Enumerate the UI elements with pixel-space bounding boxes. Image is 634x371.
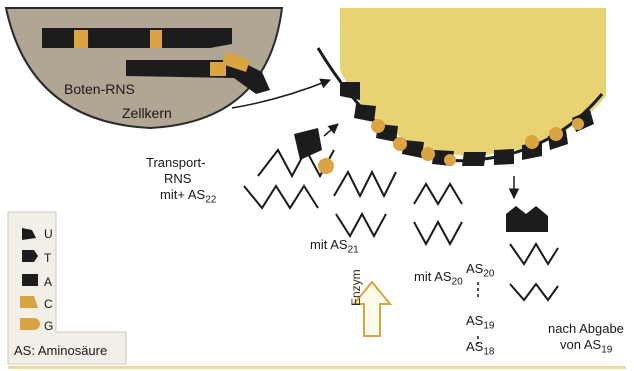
legend-box <box>8 212 126 364</box>
chain-as18-label: AS18 <box>466 340 494 358</box>
transfer-rna-as21 <box>334 172 396 236</box>
chain-as20-label: AS20 <box>466 262 494 280</box>
legend-footer: AS: Aminosäure <box>14 344 107 357</box>
transfer-rna-label-2: RNS <box>164 172 191 185</box>
messenger-rna-label: Boten-RNS <box>64 82 135 96</box>
as22-arrow <box>324 124 338 136</box>
legend-base-t: T <box>44 252 51 264</box>
transfer-rna-as22 <box>244 128 334 208</box>
legend-base-a: A <box>44 276 52 288</box>
transfer-rna-label-3: mit+ AS22 <box>160 188 216 206</box>
enzyme-label: Enzym <box>350 269 362 306</box>
nucleus-label: Zellkern <box>122 106 172 120</box>
transfer-rna-as20 <box>414 184 462 244</box>
legend-base-u: U <box>44 228 53 240</box>
transfer-rna-label-1: Transport- <box>146 156 205 169</box>
with-as21-label: mit AS21 <box>310 238 359 256</box>
with-as20-label: mit AS20 <box>414 270 463 288</box>
released-transfer-rna <box>506 206 558 300</box>
chain-as19-label: AS19 <box>466 314 494 332</box>
after-release-label-1: nach Abgabe <box>548 322 624 335</box>
bottom-rule <box>8 366 626 369</box>
after-release-label-2: von AS19 <box>560 338 612 356</box>
legend-base-c: C <box>44 298 53 310</box>
legend-base-g: G <box>44 320 53 332</box>
